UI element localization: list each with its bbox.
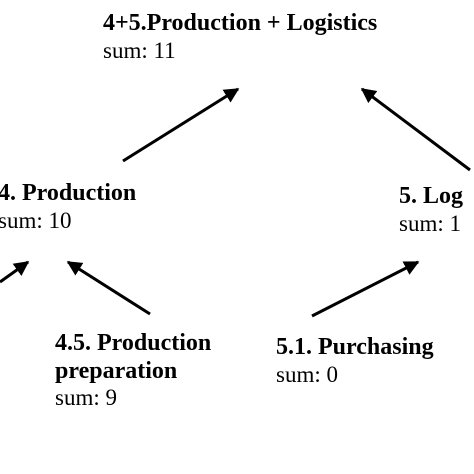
node-title: 4. Production (0, 180, 137, 206)
node-title: 5.1. Purchasing (276, 334, 434, 360)
node-purchasing: 5.1. Purchasing sum: 0 (276, 334, 434, 388)
node-sum: sum: 9 (55, 385, 117, 411)
node-sum: sum: 0 (276, 361, 338, 387)
arrow-purchasing-to-logistics (311, 260, 420, 318)
node-title-line1: 4.5. Production (55, 330, 212, 356)
node-title-line2: preparation (55, 357, 178, 384)
node-production: 4. Production sum: 10 (0, 180, 136, 234)
node-title: 4+5.Production + Logistics (103, 10, 378, 36)
arrow-production-prep-to-production (66, 260, 151, 316)
node-sum: sum: 11 (103, 37, 176, 63)
arrow-logistics-to-top (360, 87, 471, 172)
arrow-production-to-top (122, 87, 240, 163)
node-sum: sum: 1 (399, 210, 461, 236)
node-sum: sum: 10 (0, 207, 72, 233)
node-production-preparation: 4.5. Production preparation sum: 9 (55, 330, 211, 412)
arrow-left-offscreen-to-production (0, 260, 30, 284)
node-production-logistics: 4+5.Production + Logistics sum: 11 (103, 10, 377, 64)
node-title: 5. Log (399, 183, 464, 209)
node-logistics: 5. Log sum: 1 (399, 183, 463, 237)
